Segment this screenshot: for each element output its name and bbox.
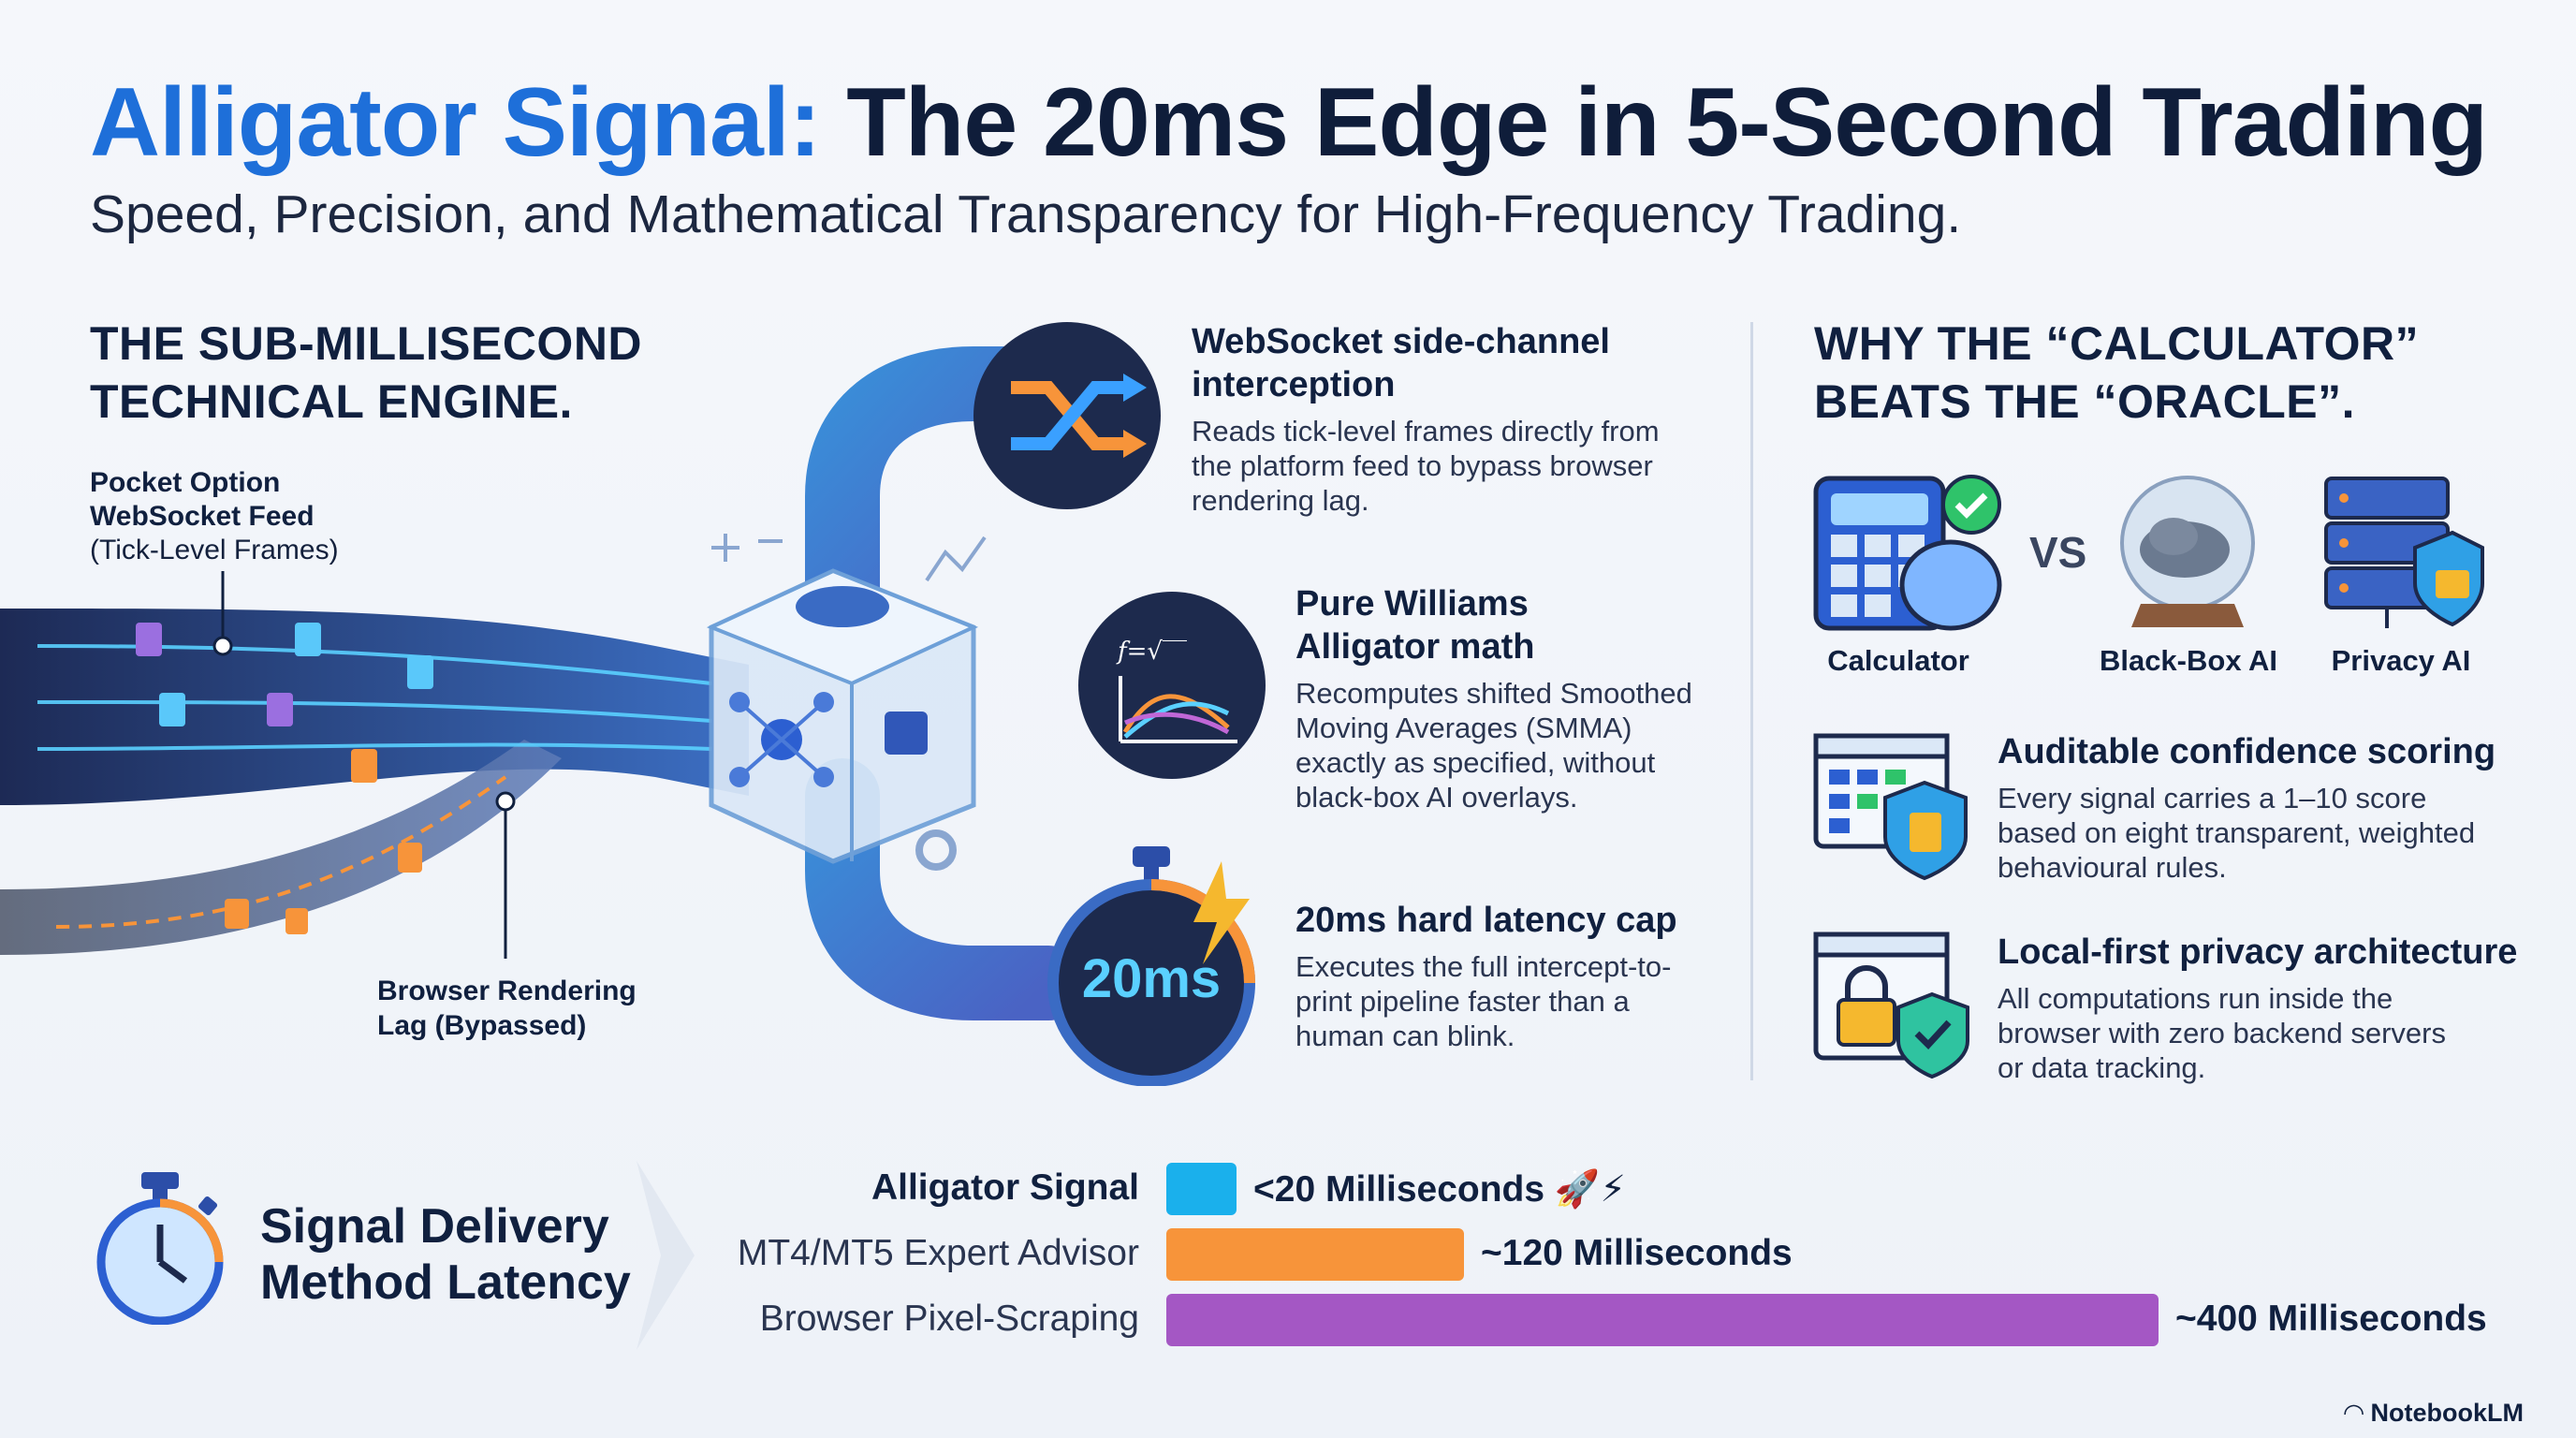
bar-label-mt4: MT4/MT5 Expert Advisor: [737, 1233, 1139, 1273]
calculator-heading: WHY THE “CALCULATOR” BEATS THE “ORACLE”.: [1814, 315, 2419, 431]
engine-heading: THE SUB-MILLISECOND TECHNICAL ENGINE.: [90, 315, 642, 431]
crystal-ball-icon: [2120, 476, 2255, 627]
feed-label-line2: WebSocket Feed: [90, 501, 315, 532]
bar-label-scraping: Browser Pixel-Scraping: [759, 1299, 1139, 1339]
point-auditable-desc: Every signal carries a 1–10 score based …: [1998, 781, 2559, 885]
latency-stopwatch-icon: [96, 1172, 224, 1325]
bar-value-alligator-text: <20 Milliseconds: [1253, 1169, 1545, 1210]
notebooklm-brand: ◠ NotebookLM: [2344, 1399, 2524, 1428]
desc-line: based on eight transparent, weighted: [1998, 816, 2476, 849]
feed-label-line3: (Tick-Level Frames): [90, 535, 339, 565]
brand-logo-icon: ◠: [2344, 1399, 2371, 1427]
feature-websocket: WebSocket side-channel interception Read…: [1192, 320, 1716, 518]
lag-label-line1: Browser Rendering: [377, 976, 637, 1006]
feature-latency-cap: 20ms hard latency cap Executes the full …: [1295, 899, 1726, 1053]
calculator-brain-icon: [1813, 475, 2002, 631]
calculator-label: Calculator: [1827, 644, 1969, 677]
math-chart-icon: f=√‾‾: [1078, 592, 1266, 779]
feature-websocket-desc: Reads tick-level frames directly from th…: [1192, 414, 1716, 518]
dashboard-shield-icon: [1813, 733, 1968, 881]
feature-alligator-math: Pure Williams Alligator math Recomputes …: [1295, 582, 1726, 814]
desc-line: browser with zero backend servers: [1998, 1017, 2446, 1049]
browser-lock-icon: [1813, 932, 1969, 1079]
page-subtitle: Speed, Precision, and Mathematical Trans…: [90, 184, 1962, 244]
title-rest: The 20ms Edge in 5-Second Trading: [820, 68, 2488, 177]
brand-text: NotebookLM: [2370, 1399, 2524, 1427]
bar-scraping: [1166, 1294, 2159, 1346]
point-auditable-title: Auditable confidence scoring: [1998, 732, 2496, 771]
chevron-right-icon: [637, 1161, 695, 1350]
desc-line: or data tracking.: [1998, 1051, 2206, 1084]
desc-line: human can blink.: [1295, 1020, 1515, 1052]
bar-value-alligator: <20 Milliseconds 🚀⚡: [1253, 1167, 1626, 1211]
rocket-lightning-icon: 🚀⚡: [1554, 1169, 1626, 1210]
stopwatch-icon: [1047, 846, 1255, 1086]
point-local-first: Local-first privacy architecture All com…: [1998, 931, 2559, 1085]
latency-heading: Signal Delivery Method Latency: [260, 1198, 631, 1311]
vs-label: VS: [2029, 528, 2087, 577]
point-local-first-title: Local-first privacy architecture: [1998, 932, 2518, 972]
engine-heading-line2: TECHNICAL ENGINE.: [90, 375, 573, 428]
feature-latency-desc: Executes the full intercept-to- print pi…: [1295, 949, 1726, 1053]
bar-value-mt4: ~120 Milliseconds: [1481, 1233, 1793, 1273]
bar-alligator: [1166, 1163, 1237, 1215]
desc-line: print pipeline faster than a: [1295, 985, 1630, 1018]
desc-line: behavioural rules.: [1998, 851, 2227, 884]
privacy-ai-label: Privacy AI: [2331, 644, 2471, 677]
desc-line: black-box AI overlays.: [1295, 781, 1578, 814]
bar-mt4: [1166, 1228, 1464, 1281]
calculator-heading-line1: WHY THE “CALCULATOR”: [1814, 317, 2420, 370]
lag-label-line2: Lag (Bypassed): [377, 1010, 587, 1041]
latency-badge: 20ms: [1081, 948, 1222, 1009]
feature-websocket-title-1: WebSocket side-channel: [1192, 322, 1610, 361]
bar-value-scraping: ~400 Milliseconds: [2175, 1299, 2487, 1339]
desc-line: Executes the full intercept-to-: [1295, 950, 1672, 983]
latency-heading-line2: Method Latency: [260, 1255, 631, 1310]
desc-line: Reads tick-level frames directly from: [1192, 415, 1660, 448]
blackbox-ai-label: Black-Box AI: [2099, 644, 2278, 677]
page-title: Alligator Signal: The 20ms Edge in 5-Sec…: [90, 67, 2488, 180]
websocket-stream: [0, 609, 749, 805]
processing-cube: [706, 568, 979, 864]
feature-websocket-title-2: interception: [1192, 365, 1396, 404]
desc-line: rendering lag.: [1192, 484, 1369, 517]
frame-icons: [136, 623, 433, 934]
desc-line: the platform feed to bypass browser: [1192, 449, 1653, 482]
pipeline-diagram: [0, 346, 1123, 1020]
feature-latency-title: 20ms hard latency cap: [1295, 901, 1677, 940]
feature-alligator-desc: Recomputes shifted Smoothed Moving Avera…: [1295, 676, 1726, 814]
shuffle-icon: [973, 322, 1161, 509]
desc-line: Recomputes shifted Smoothed: [1295, 677, 1692, 710]
svg-text:f=√‾‾: f=√‾‾: [1116, 638, 1187, 666]
calculator-heading-line2: BEATS THE “ORACLE”.: [1814, 375, 2356, 428]
desc-line: exactly as specified, without: [1295, 746, 1656, 779]
section-divider: [1750, 322, 1753, 1080]
desc-line: Every signal carries a 1–10 score: [1998, 782, 2427, 814]
feature-alligator-title-2: Alligator math: [1295, 627, 1535, 667]
point-auditable: Auditable confidence scoring Every signa…: [1998, 730, 2559, 885]
latency-heading-line1: Signal Delivery: [260, 1199, 609, 1254]
desc-line: All computations run inside the: [1998, 982, 2393, 1015]
point-local-first-desc: All computations run inside the browser …: [1998, 981, 2559, 1085]
feed-label: Pocket Option WebSocket Feed (Tick-Level…: [90, 466, 339, 567]
server-lock-icon: [2324, 477, 2484, 628]
bar-label-alligator: Alligator Signal: [871, 1167, 1139, 1208]
lag-stream: [0, 740, 562, 955]
engine-heading-line1: THE SUB-MILLISECOND: [90, 317, 643, 370]
feature-alligator-title-1: Pure Williams: [1295, 584, 1529, 624]
desc-line: Moving Averages (SMMA): [1295, 712, 1632, 744]
title-accent: Alligator Signal:: [90, 68, 821, 177]
lag-label: Browser Rendering Lag (Bypassed): [377, 974, 637, 1043]
feed-label-line1: Pocket Option: [90, 467, 281, 498]
